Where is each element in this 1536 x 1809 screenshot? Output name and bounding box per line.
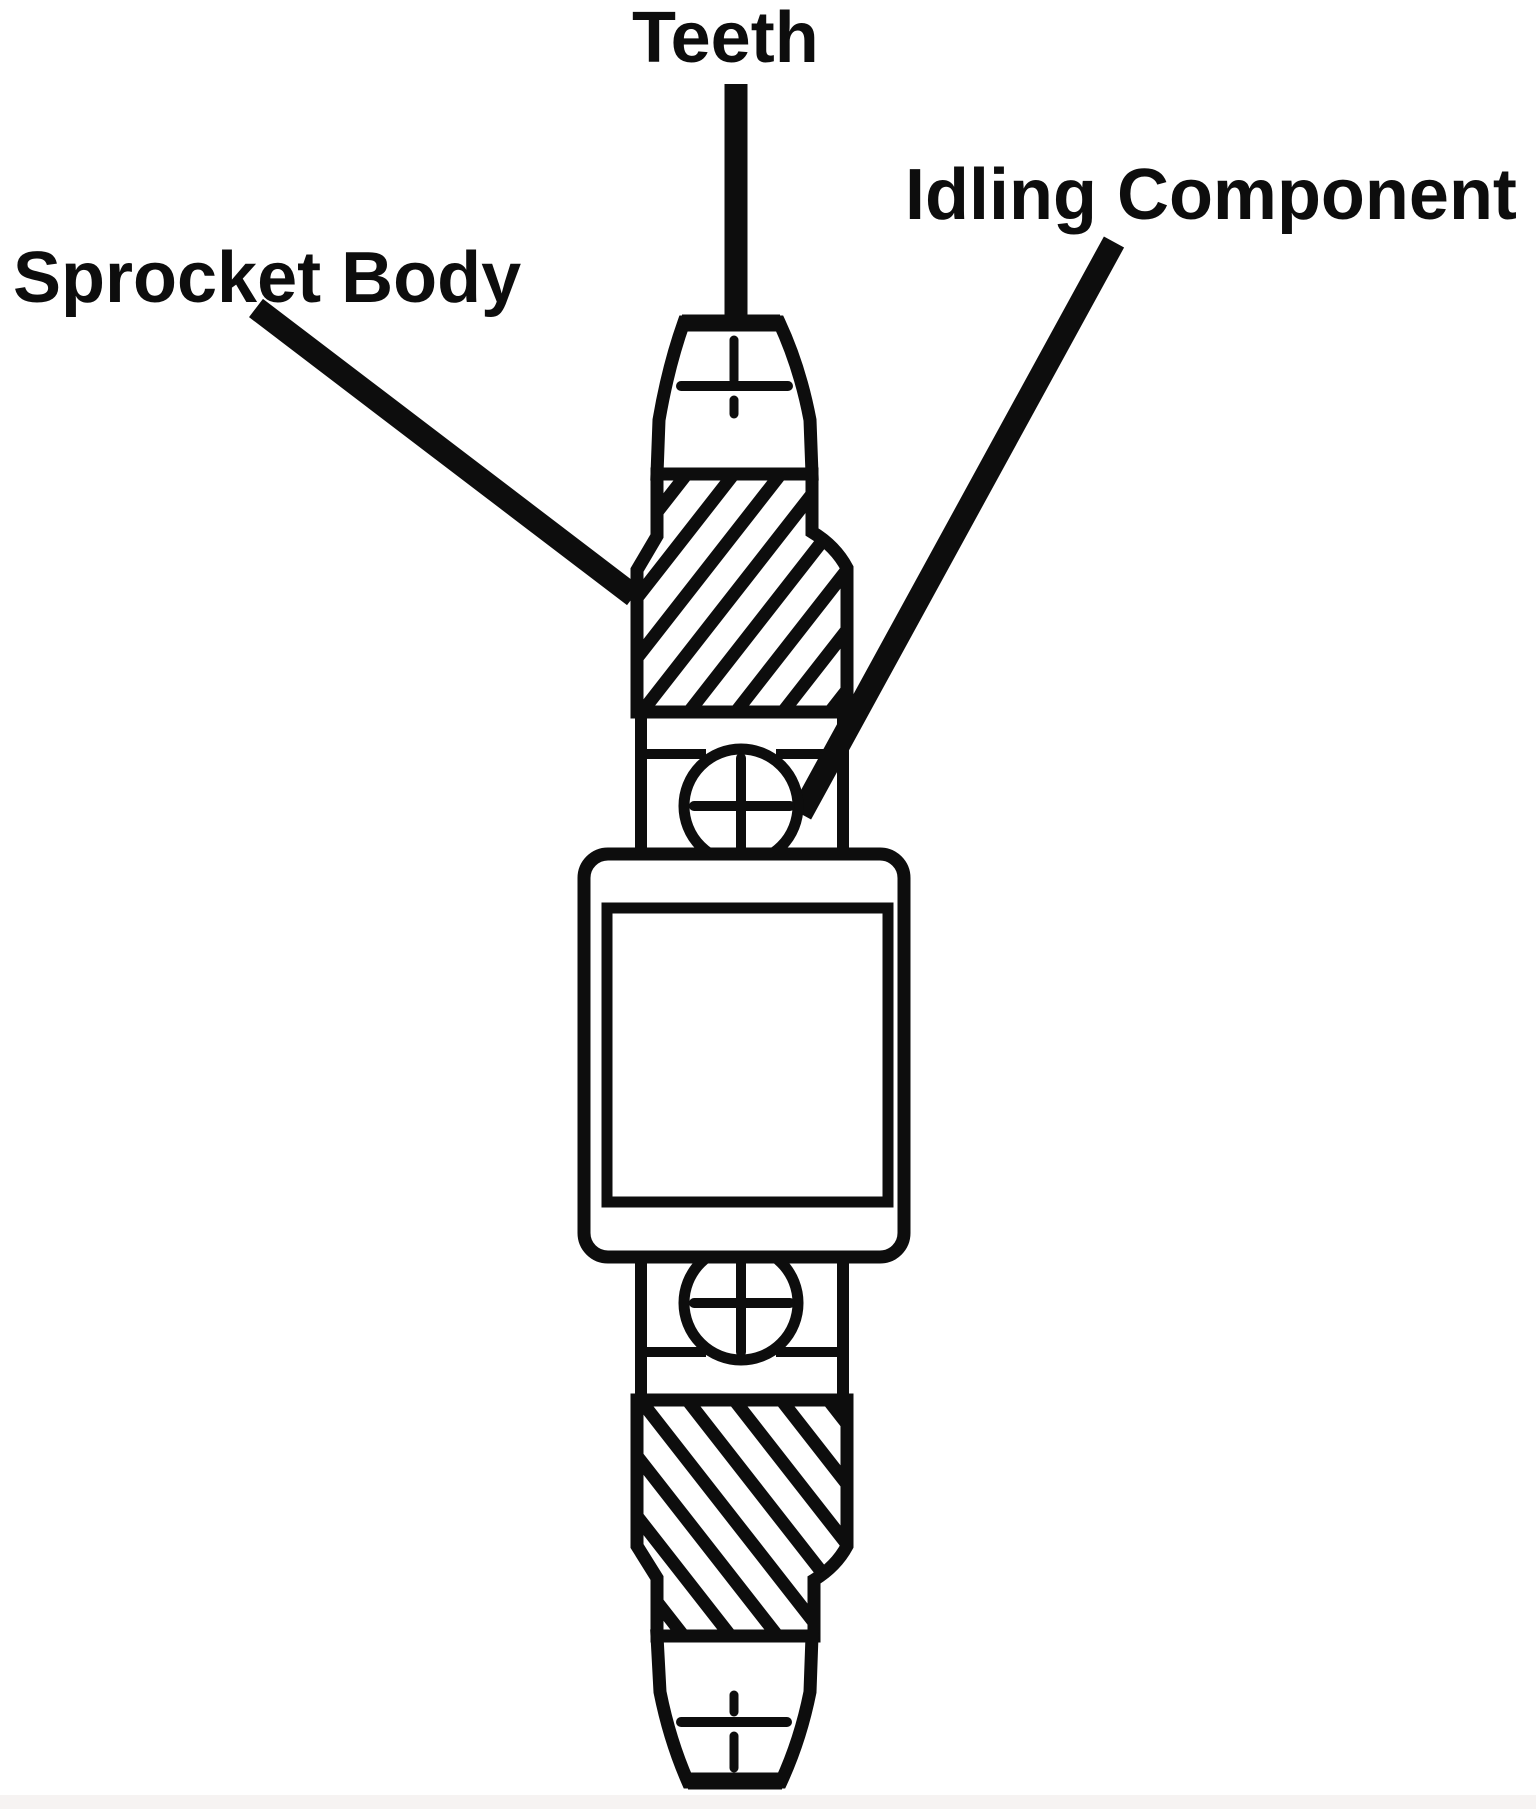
sprocket-body-lower-plate — [630, 1393, 854, 1643]
sprocket-body-upper-plate — [630, 467, 854, 719]
lower-neck — [635, 1257, 849, 1400]
hub — [577, 847, 911, 1264]
teeth-label: Teeth — [632, 0, 819, 78]
hub-inner — [601, 902, 894, 1208]
idling-component-label: Idling Component — [905, 155, 1517, 235]
idling-component-leader-line — [790, 236, 1125, 820]
bottom-tooth — [650, 1629, 819, 1790]
upper-plate-outline — [630, 467, 854, 719]
lower-plate-outline — [630, 1393, 854, 1643]
hub-outer — [577, 847, 911, 1264]
upper-neck — [635, 712, 849, 858]
top-tooth — [650, 314, 819, 481]
footer-edge-strip — [0, 1795, 1536, 1809]
top-roller — [678, 743, 804, 869]
bottom-roller — [678, 1240, 804, 1366]
sprocket-body-leader-line — [249, 298, 641, 606]
